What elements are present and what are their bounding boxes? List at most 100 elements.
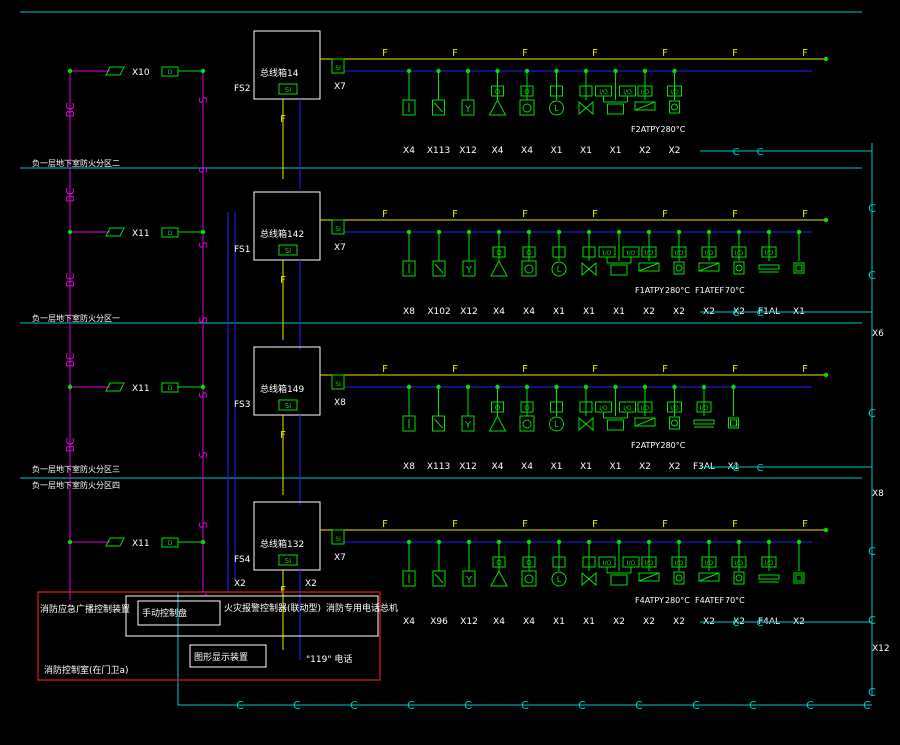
junction-dot (200, 229, 206, 235)
icon-glyph: O (526, 559, 532, 567)
floor-link-mark: C (757, 147, 764, 158)
device-tag: X2 (669, 146, 681, 156)
riser-c-mark: C (868, 407, 876, 420)
damper-icon: I/O (698, 556, 720, 582)
fire-wire-letter: F (452, 48, 458, 59)
fire-phone-icon (793, 262, 805, 274)
device-tag: X2 (639, 462, 651, 472)
icon-stroke (524, 574, 534, 584)
fire-wire-letter: F (732, 209, 738, 220)
alarm-bell-icon-part (491, 401, 504, 413)
device-name: F4ATEF (695, 596, 724, 605)
manual-call-point-icon-part (462, 260, 476, 277)
floor-link-mark: C (757, 463, 764, 474)
fire-wire-letter: F (662, 519, 668, 530)
valve-icon-part (582, 556, 596, 568)
fire-wire-letter: F (592, 209, 598, 220)
icon-glyph: I/O (623, 89, 632, 96)
return-c-mark: C (578, 699, 586, 712)
controller-tag-box (278, 244, 298, 256)
icon-glyph: I/O (705, 250, 714, 257)
controller-name: 总线箱132 (260, 538, 304, 550)
device-tag: X1 (580, 146, 592, 156)
fire-wire-letter: F (662, 48, 668, 59)
smoke-detector-icon-part (402, 260, 416, 277)
device-tag: X12 (459, 146, 477, 156)
device-tag: X2 (613, 617, 625, 627)
return-c-mark: C (749, 699, 757, 712)
speaker-icon (105, 382, 125, 392)
device-tag: X12 (460, 307, 478, 317)
damper-icon: I/O (638, 556, 660, 582)
display-label: 图形显示装置 (194, 651, 248, 663)
device-tag: X2 (643, 617, 655, 627)
icon-glyph: O (524, 88, 530, 96)
icon-glyph: L (554, 420, 559, 429)
module-letter: SI (335, 536, 341, 543)
icon-glyph: I/O (641, 405, 650, 412)
signal-wire-letter: S (197, 316, 210, 323)
icon-glyph: Y (465, 265, 473, 276)
icon-glyph: I/O (627, 560, 636, 567)
controller-name: 总线箱149 (260, 383, 304, 395)
device-tag: X12 (460, 617, 478, 627)
hydrant-button-icon: O (521, 246, 537, 277)
speaker-tag: X11 (132, 229, 150, 239)
module-icon (331, 58, 345, 74)
icon-glyph: I/O (641, 89, 650, 96)
return-c-mark: C (521, 699, 529, 712)
controller-name: 总线箱142 (260, 228, 304, 240)
icon-glyph: Y (465, 575, 473, 586)
broadcast-wire-letter: BC (64, 352, 77, 367)
manual-panel-label: 手动控制盘 (142, 607, 187, 619)
return-c-mark: C (635, 699, 643, 712)
return-c-mark: C (464, 699, 472, 712)
device-tag: X4 (492, 146, 504, 156)
fire-wire-letter: F (452, 209, 458, 220)
controller-box (253, 191, 321, 261)
icon-stroke (490, 569, 508, 587)
device-name: 280°C (665, 286, 690, 295)
icon-glyph: L (557, 265, 562, 274)
icon-glyph: I/O (627, 250, 636, 257)
fire-wire-letter: F (452, 519, 458, 530)
signal-wire-letter: S (197, 96, 210, 103)
alarm-bell-icon-part (492, 246, 506, 258)
icon-glyph: Y (464, 420, 472, 431)
control-room-frame (37, 591, 381, 681)
device-tag: X113 (427, 146, 450, 156)
fire-wire-letter: F (522, 364, 528, 375)
icon-stroke (634, 101, 656, 111)
level-switch-icon-part (550, 85, 563, 97)
damper-280-icon-part (667, 401, 682, 413)
speaker-module-letter: D (168, 385, 173, 392)
fire-wire-letter: F (732, 364, 738, 375)
module-letter: SI (335, 65, 341, 72)
icon-glyph: O (495, 404, 501, 412)
fire-wire-letter: F (382, 209, 388, 220)
device-tag: X2 (643, 307, 655, 317)
riser-c-mark: C (868, 614, 876, 627)
fire-wire-letter: F (732, 519, 738, 530)
phone-host-label: 消防专用电话总机 (326, 602, 398, 614)
device-name: F2ATPY (631, 125, 660, 134)
fire-shutter-icon-part (693, 419, 715, 425)
hydrant-button-icon-part (520, 401, 534, 413)
valve-icon: I (578, 401, 594, 432)
floor-link-mark: C (733, 618, 740, 629)
fire-wire-letter: F (522, 209, 528, 220)
level-switch-icon: IL (551, 556, 567, 587)
signal-wire-letter: S (197, 391, 210, 398)
icon-glyph: I (588, 559, 590, 567)
signal-wire-letter: S (197, 451, 210, 458)
icon-glyph: O (496, 249, 502, 257)
controller-tag: SI (285, 86, 292, 94)
speaker-module-letter: D (168, 69, 173, 76)
speaker-icon (105, 227, 125, 237)
control-room: 消防应急广播控制装置 手动控制盘 火灾报警控制器(联动型) 消防专用电话总机 图… (37, 591, 398, 681)
icon-glyph: I (555, 404, 557, 412)
icon-glyph: I/O (765, 560, 774, 567)
